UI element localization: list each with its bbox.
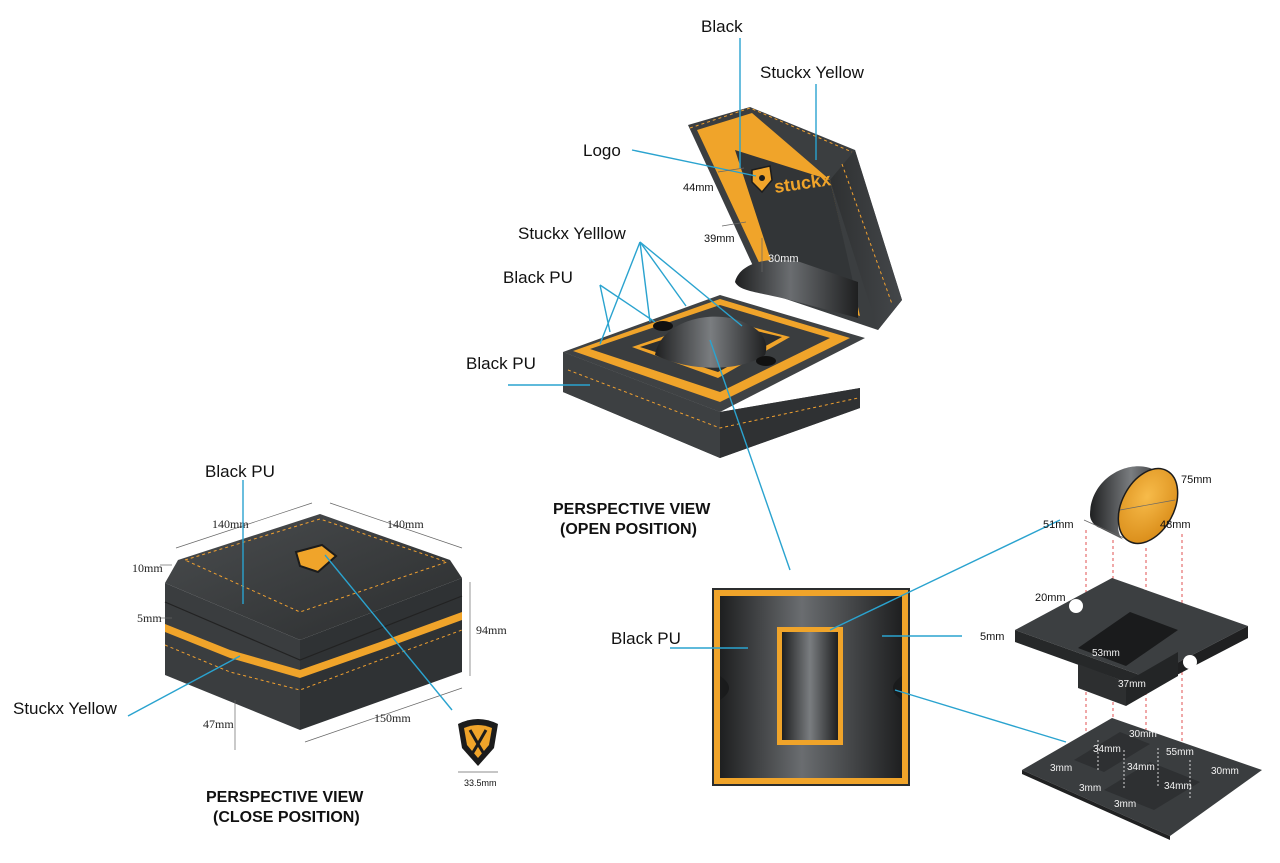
dim-base-d4: 34mm [1127,762,1155,773]
open-box-illustration: stuckx [563,107,902,458]
dim-tray-notch: 20mm [1035,592,1066,604]
dim-base-height: 47mm [203,717,234,731]
dim-width-left: 140mm [212,517,249,531]
label-black-pu-open-1: Black PU [503,268,573,287]
pillow-part [1090,466,1179,545]
closed-box-illustration [164,514,463,730]
dim-pillow-width: 51mm [1043,519,1074,531]
open-box-dimensions: 44mm 39mm 30mm [683,167,799,272]
dim-logo-height: 44mm [683,182,714,194]
open-box-leaders [508,38,817,571]
dim-base-d2: 34mm [1093,744,1121,755]
dim-base-d9: 3mm [1114,799,1136,810]
closed-logo-icon [294,543,338,574]
base-plate-part [1022,718,1262,840]
dim-base-d3: 55mm [1166,747,1194,758]
label-stuckx-yelllow: Stuckx Yelllow [518,224,626,243]
tray-part [1015,578,1248,706]
label-stuckx-yellow-top: Stuckx Yellow [760,63,865,82]
dim-base-d5: 3mm [1050,763,1072,774]
lid-logo-icon [751,165,773,194]
label-black-pu-closed: Black PU [205,462,275,481]
dim-tray-thickness: 5mm [980,631,1004,643]
dim-tray-opening: 53mm [1092,648,1120,659]
dim-lid-height: 10mm [132,561,163,575]
dim-base-d1: 30mm [1129,729,1157,740]
title-open-line2: (OPEN POSITION) [560,521,697,538]
dim-pillow-depth: 48mm [1160,519,1191,531]
dim-base-d8: 3mm [1079,783,1101,794]
dim-logo-width: 33.5mm [464,778,497,788]
closed-box-dimensions: 140mm 140mm 10mm 5mm 94mm 47mm 150mm [132,502,507,750]
closed-box-leaders [127,480,453,717]
dim-pillow-gap: 30mm [768,253,799,265]
shield-logo-icon [458,719,498,773]
dim-base-d7: 30mm [1211,766,1239,777]
dim-pillow-height: 75mm [1181,474,1212,486]
label-black-pu-insert: Black PU [611,629,681,648]
dim-tray-stem: 37mm [1118,679,1146,690]
insert-leaders [670,519,1067,743]
dim-trim: 5mm [137,611,162,625]
dim-width-right: 140mm [387,517,424,531]
label-black-pu-open-2: Black PU [466,354,536,373]
dim-base-d6: 34mm [1164,781,1192,792]
label-stuckx-yellow-closed: Stuckx Yellow [13,699,118,718]
title-close-line1: PERSPECTIVE VIEW [206,789,364,806]
title-close-line2: (CLOSE POSITION) [213,809,360,826]
dim-height: 94mm [476,623,507,637]
dim-band-height: 39mm [704,233,735,245]
label-black: Black [701,17,743,36]
title-open-line1: PERSPECTIVE VIEW [553,501,711,518]
label-logo: Logo [583,141,621,160]
insert-top-view [712,588,910,786]
dim-depth: 150mm [374,711,411,725]
